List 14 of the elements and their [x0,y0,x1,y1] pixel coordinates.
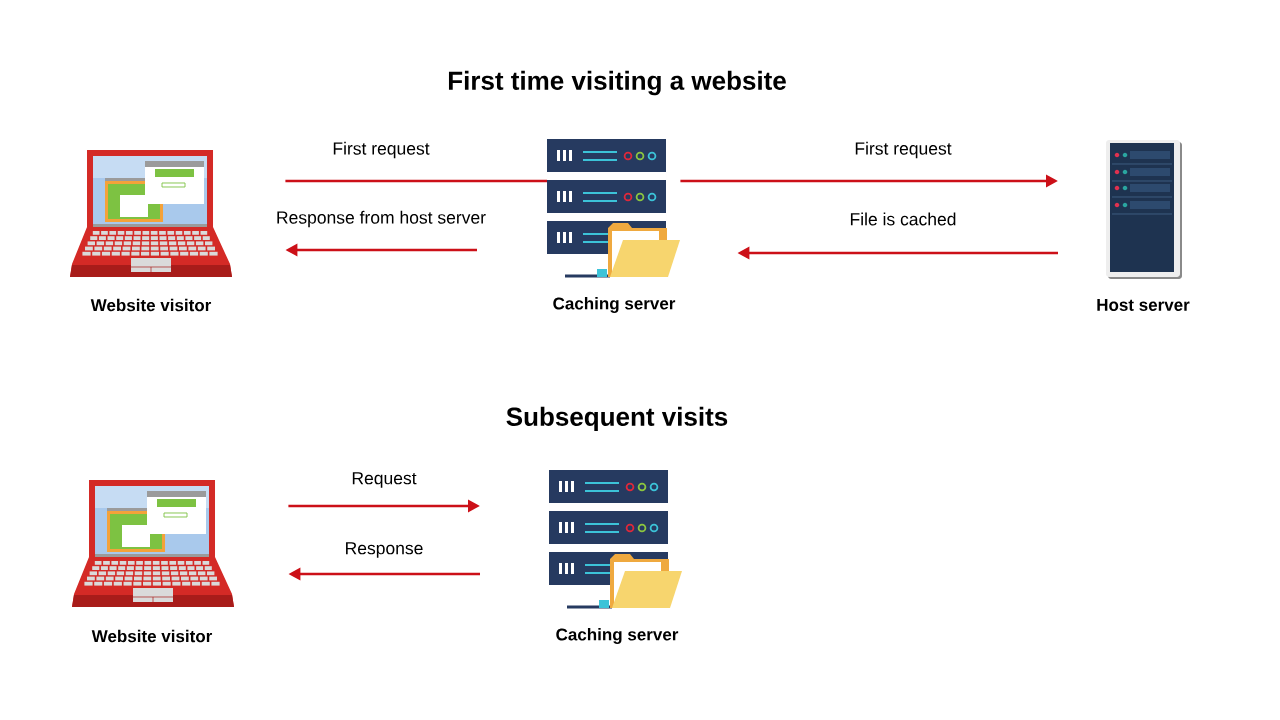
node-label: Caching server [553,297,676,313]
edge-label: First request [852,140,954,160]
connector-line [285,179,547,183]
section-heading: Subsequent visits [506,406,728,432]
edge-label: Response from host server [274,209,488,229]
title: First time visiting a website [448,70,786,96]
edge-label: Response [343,540,425,560]
edge-label: First request [330,140,432,160]
edge-label: File is cached [848,211,958,227]
node-label: Website visitor [91,629,213,643]
node-label: Caching server [556,628,679,644]
node-label: Host server [1097,299,1190,311]
edge-label: Request [349,470,419,490]
node-label: Website visitor [90,298,212,312]
